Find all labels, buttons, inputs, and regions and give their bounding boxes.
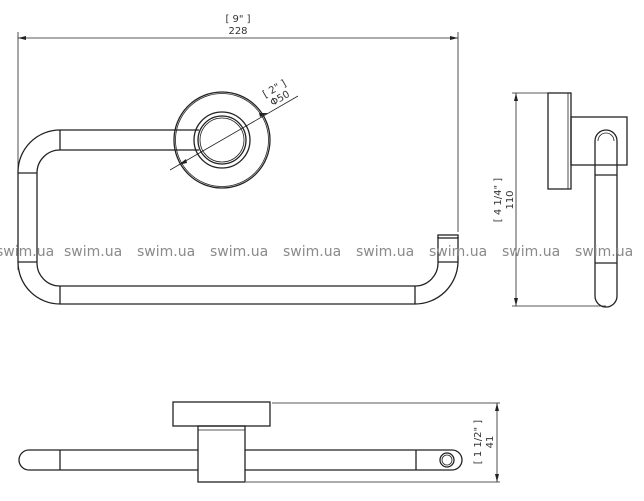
depth-inch-label: [ 1 1/2" ] (473, 420, 484, 464)
height-inch-label: [ 4 1/4" ] (493, 178, 504, 222)
watermark: swim.ua (575, 244, 633, 260)
side-view: [ 4 1/4" ] 110 (493, 92, 628, 308)
watermark: swim.ua (137, 244, 195, 260)
height-mm-label: 110 (505, 190, 516, 209)
watermark: swim.ua (283, 244, 341, 260)
watermark: swim.ua (429, 244, 487, 260)
watermark: swim.ua (356, 244, 414, 260)
depth-mm-label: 41 (485, 436, 496, 449)
watermark: swim.ua (64, 244, 122, 260)
watermark-row: swim.ua swim.ua swim.ua swim.ua swim.ua … (0, 244, 633, 260)
watermark: swim.ua (502, 244, 560, 260)
watermark: swim.ua (0, 244, 54, 260)
top-view: [ 1 1/2" ] 41 (18, 401, 500, 483)
width-inch-label: [ 9" ] (225, 14, 250, 25)
watermark: swim.ua (210, 244, 268, 260)
front-view: [ 9" ] 228 [ 2" ] Φ50 (17, 14, 459, 305)
width-mm-label: 228 (228, 26, 247, 37)
